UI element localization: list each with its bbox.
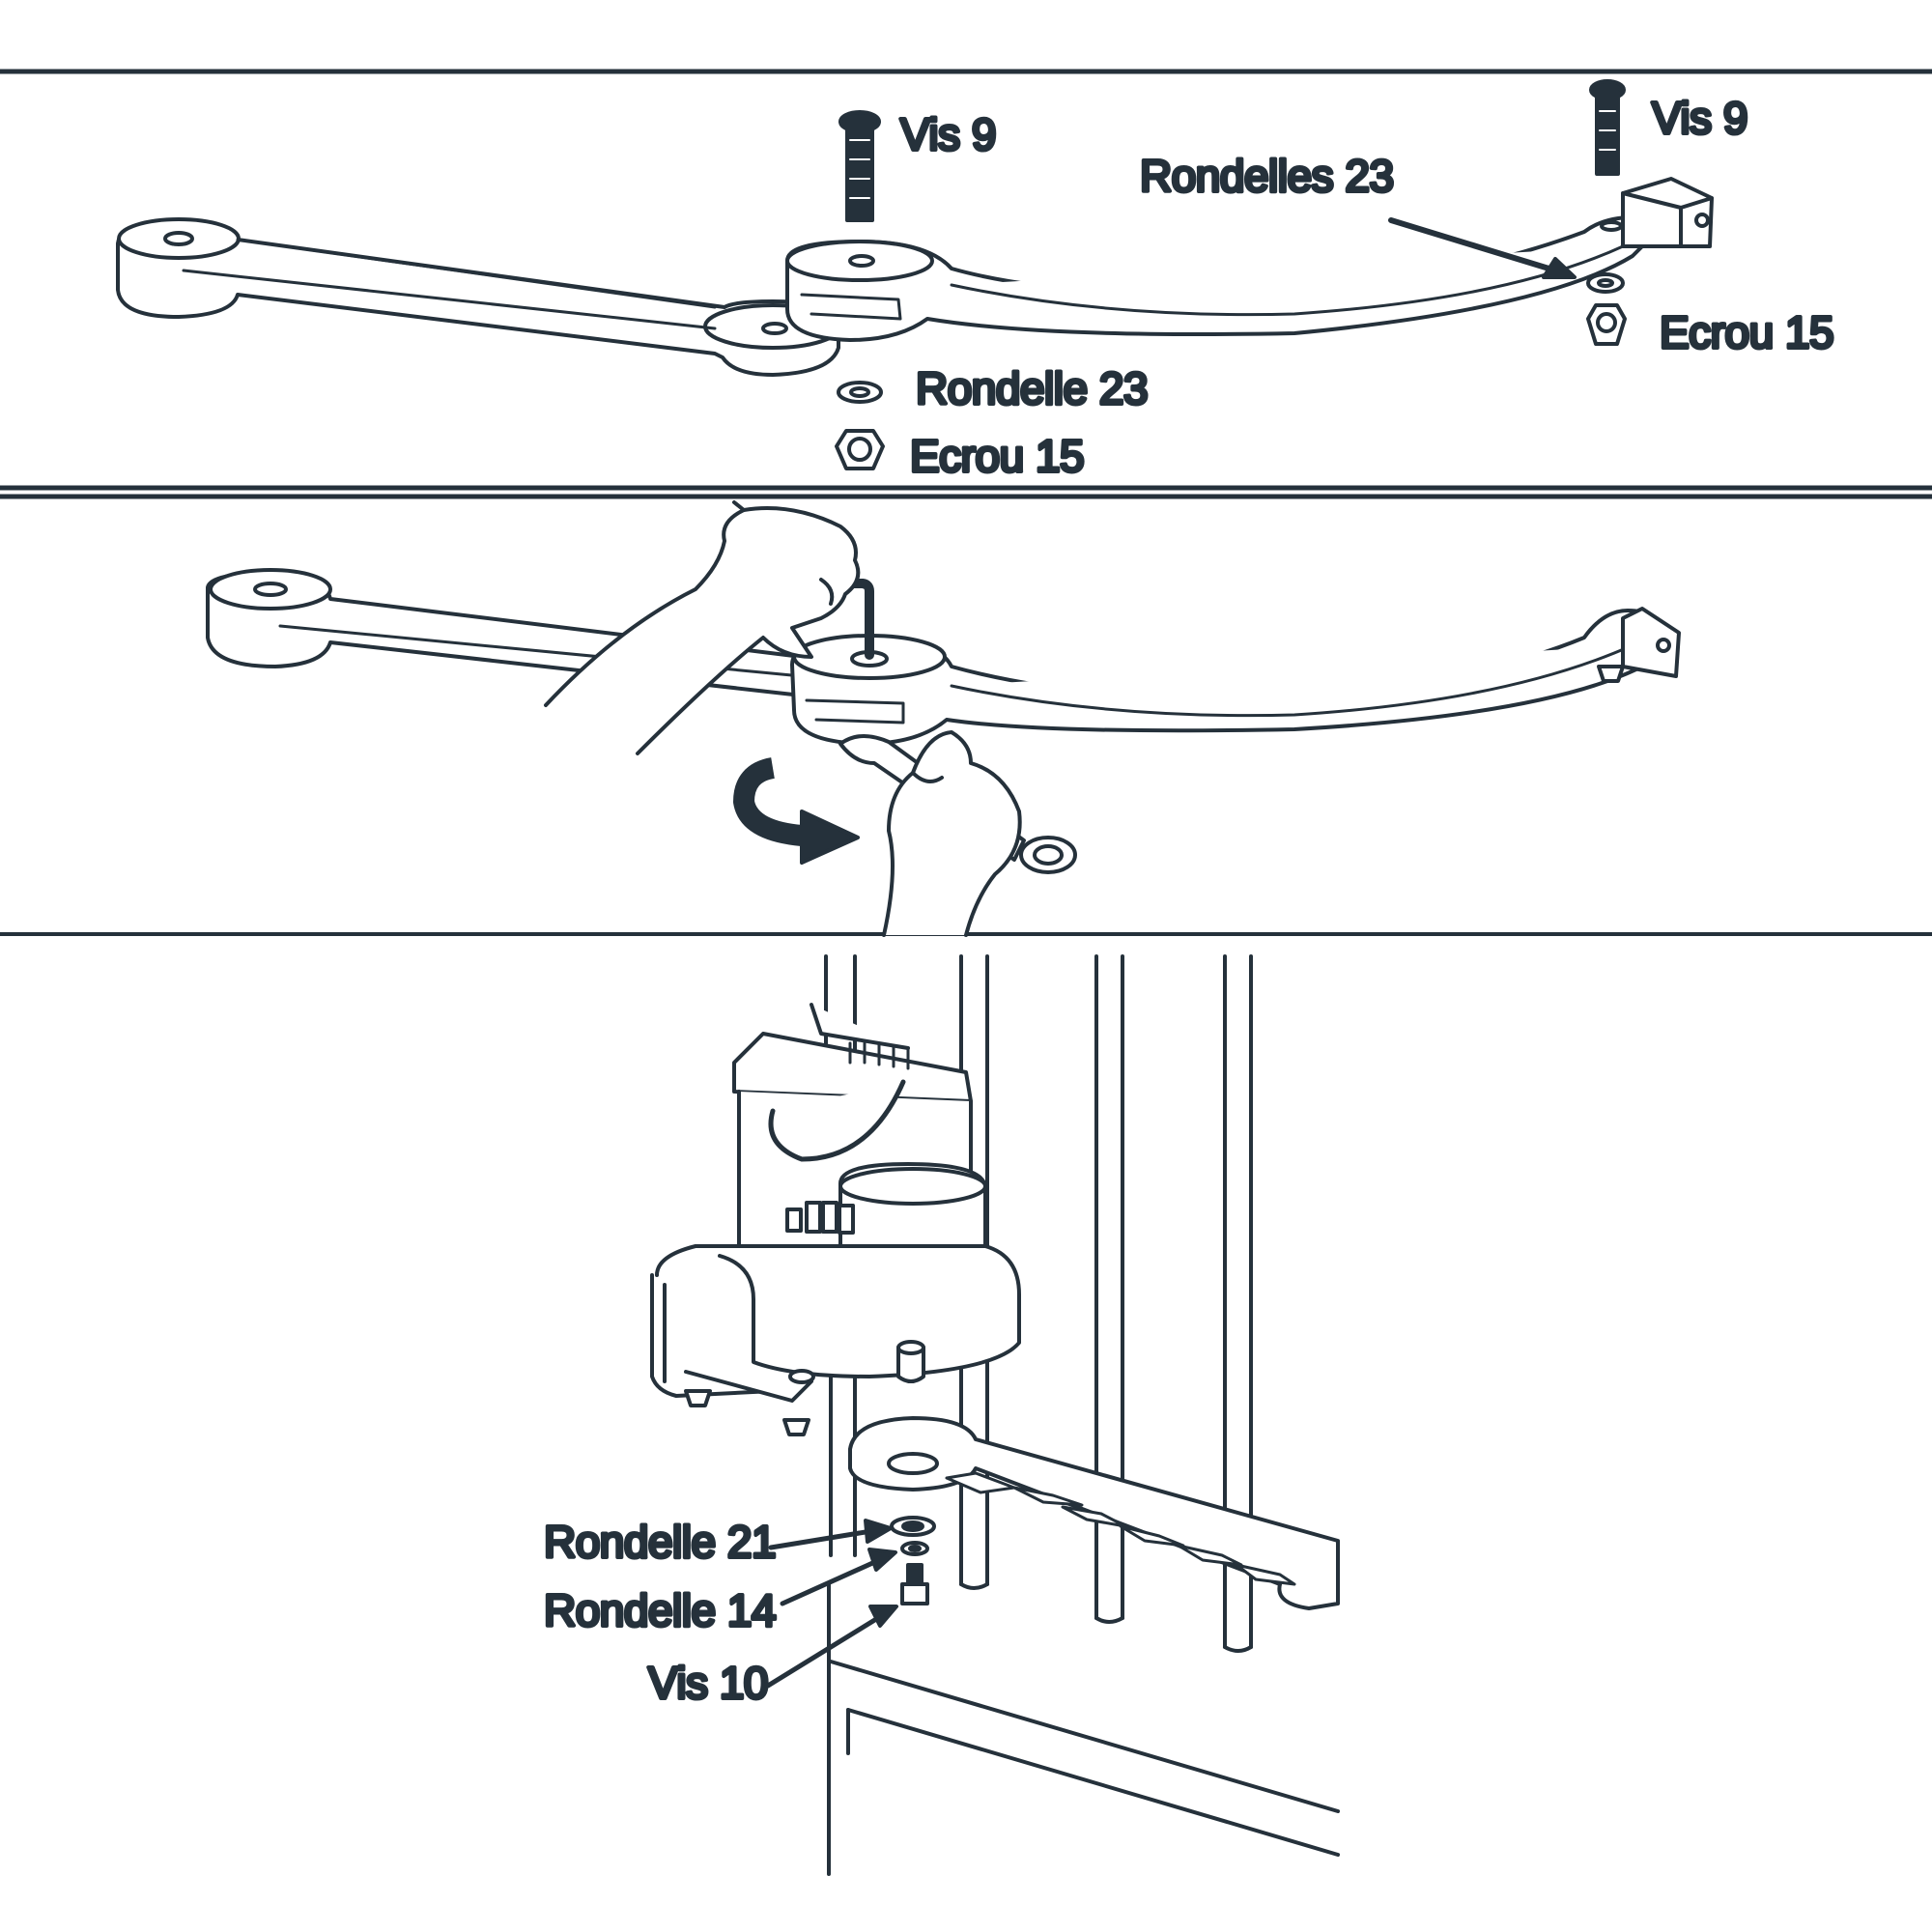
motor-arm [848, 1416, 1340, 1610]
washer-21-icon [890, 1516, 936, 1537]
washer-14-icon [900, 1541, 929, 1556]
screw-9-left-icon [838, 110, 881, 222]
hinge-bracket-assembled [1597, 607, 1681, 683]
pointer-arrow-rondelles [1388, 217, 1577, 279]
label-vis-9-right: Vis 9 [1652, 93, 1747, 143]
rotation-arrow-icon [733, 757, 860, 865]
screw-10-icon [900, 1563, 929, 1605]
hex-key-icon [831, 579, 874, 660]
pointer-arrow-vis-10 [765, 1605, 898, 1689]
lower-hand-icon [882, 730, 1022, 937]
curved-arm [785, 215, 1650, 342]
panel-separators [0, 69, 1932, 936]
panel-1-exploded-arm: Vis 9 Vis 9 Rondelles 23 Ecrou 15 Rondel… [116, 79, 1836, 483]
label-vis-9-left: Vis 9 [900, 109, 996, 159]
upper-hand-icon [544, 500, 861, 755]
nut-15-center-icon [835, 429, 885, 470]
label-ecrou-15-center: Ecrou 15 [910, 431, 1084, 481]
label-vis-10: Vis 10 [648, 1658, 768, 1708]
washer-23-right-icon [1586, 272, 1625, 294]
straight-arm [116, 217, 842, 377]
hinge-bracket [1621, 177, 1714, 248]
pointer-arrow-rondelle-14 [780, 1548, 897, 1606]
panel-3-motor-mount: Rondelle 21 Rondelle 14 Vis 10 [542, 954, 1340, 1876]
panel-2-tightening [206, 500, 1681, 937]
label-rondelle-23-center: Rondelle 23 [916, 363, 1148, 413]
curved-arm-assembled [790, 609, 1663, 746]
label-rondelles-23: Rondelles 23 [1140, 151, 1394, 201]
gate-motor-unit [650, 1003, 1021, 1436]
label-rondelle-14: Rondelle 14 [544, 1585, 776, 1635]
pointer-arrow-rondelle-21 [768, 1519, 893, 1550]
label-rondelle-21: Rondelle 21 [544, 1517, 776, 1567]
screw-9-right-icon [1589, 79, 1626, 176]
washer-23-center-icon [837, 381, 883, 404]
label-ecrou-15-right: Ecrou 15 [1660, 307, 1833, 357]
nut-15-right-icon [1586, 303, 1627, 346]
